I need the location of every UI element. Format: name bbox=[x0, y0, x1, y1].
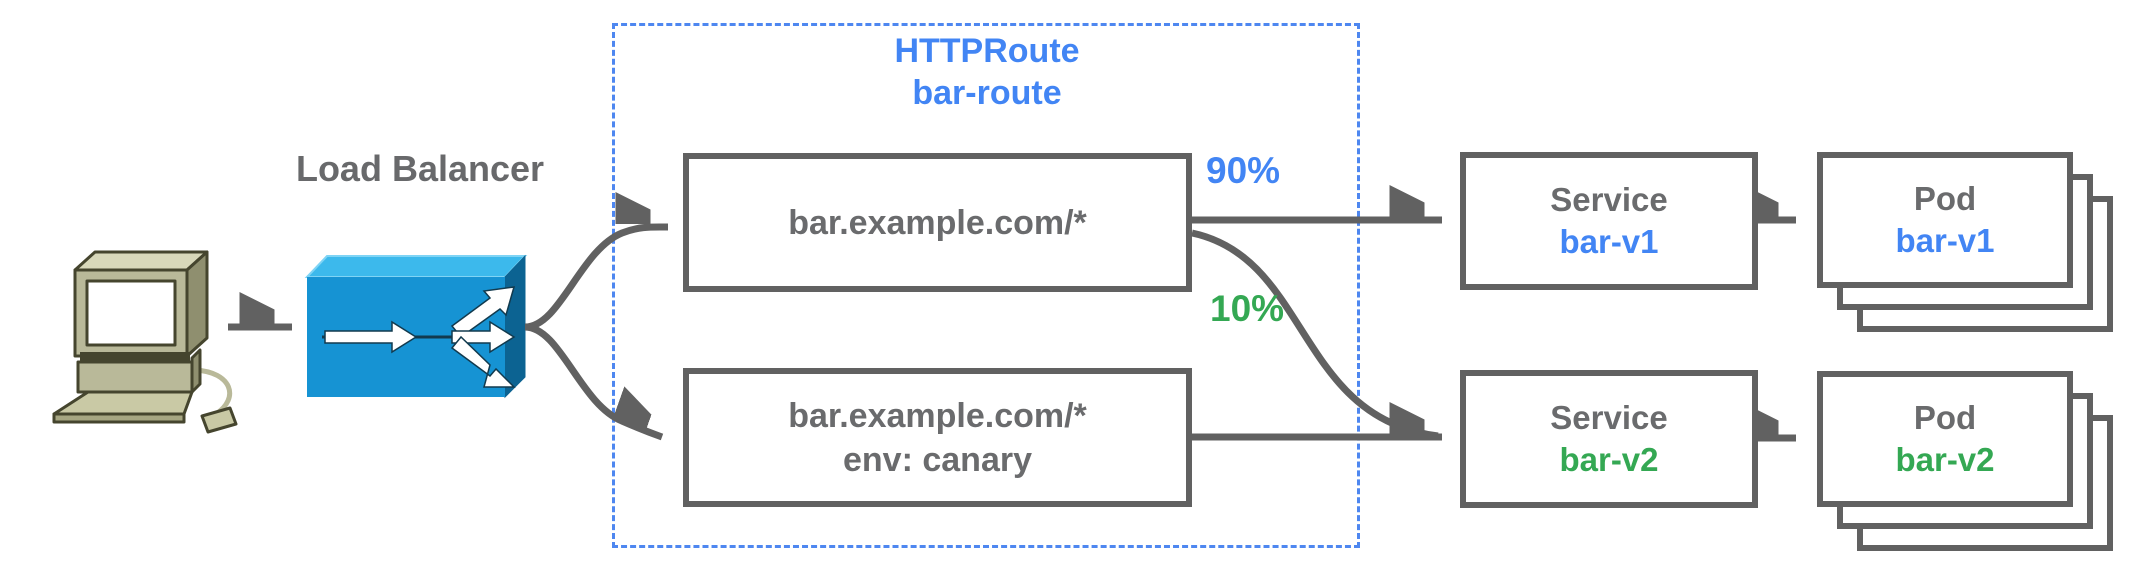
pod-stack-bar-v1: Pod bar-v1 bbox=[1817, 152, 2117, 337]
service-kind-label: Service bbox=[1550, 181, 1668, 218]
service-box-bar-v1: Service bar-v1 bbox=[1460, 152, 1758, 290]
pod-name-label: bar-v1 bbox=[1895, 222, 1995, 259]
traffic-weight-90: 90% bbox=[1206, 150, 1281, 191]
service-box-bar-v2: Service bar-v2 bbox=[1460, 370, 1758, 508]
load-balancer-label: Load Balancer bbox=[295, 148, 545, 189]
service-name-label: bar-v2 bbox=[1559, 441, 1659, 478]
pod-kind-label: Pod bbox=[1913, 399, 1977, 436]
pod-name-label: bar-v2 bbox=[1895, 441, 1995, 478]
pod-stack-bar-v2: Pod bar-v2 bbox=[1817, 371, 2117, 556]
route-rule-box-2: bar.example.com/* env: canary bbox=[683, 368, 1192, 507]
traffic-weight-10: 10% bbox=[1210, 288, 1285, 329]
pod-card-bar-v2: Pod bar-v2 bbox=[1817, 371, 2073, 507]
arrow-lb-to-route-2 bbox=[524, 323, 664, 441]
load-balancer-icon bbox=[304, 254, 528, 399]
arrow-route1-to-service-v2 bbox=[1191, 229, 1439, 440]
lb-split-arrows bbox=[324, 286, 516, 388]
httproute-title: HTTPRoute bar-route bbox=[812, 30, 1162, 114]
route-rule-2-header-match: env: canary bbox=[843, 440, 1032, 479]
desktop-computer-icon bbox=[52, 250, 238, 434]
route-rule-box-1: bar.example.com/* bbox=[683, 153, 1192, 292]
pod-card-bar-v1: Pod bar-v1 bbox=[1817, 152, 2073, 288]
pod-kind-label: Pod bbox=[1913, 180, 1977, 217]
mouse-icon bbox=[200, 406, 238, 434]
service-name-label: bar-v1 bbox=[1559, 223, 1659, 260]
route-rule-2-hostname: bar.example.com/* bbox=[788, 396, 1087, 435]
arrow-lb-to-route-1 bbox=[524, 227, 669, 331]
httproute-title-kind: HTTPRoute bbox=[894, 32, 1080, 70]
service-kind-label: Service bbox=[1550, 399, 1668, 436]
route-rule-1-hostname: bar.example.com/* bbox=[788, 203, 1087, 242]
httproute-title-name: bar-route bbox=[912, 74, 1062, 112]
httproute-group-border bbox=[612, 23, 1360, 548]
